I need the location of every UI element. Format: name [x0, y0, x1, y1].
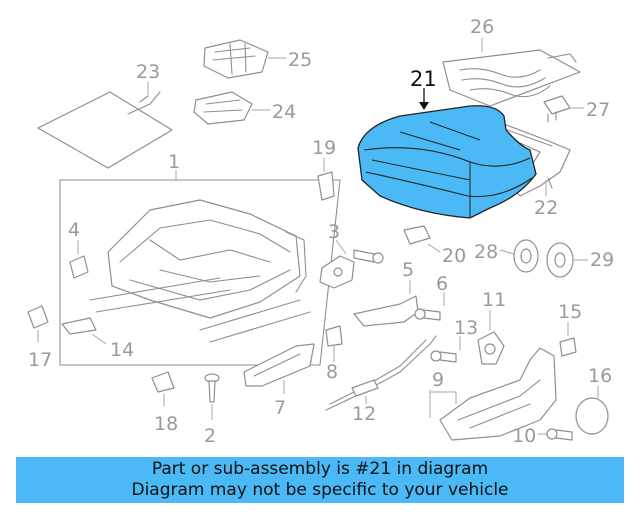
- callout-12[interactable]: 12: [352, 403, 376, 425]
- part-15-clip[interactable]: [559, 322, 577, 357]
- part-11-plate[interactable]: [477, 310, 505, 365]
- part-caption-banner: Part or sub-assembly is #21 in diagram D…: [16, 457, 624, 503]
- part-6-bolt[interactable]: [414, 292, 445, 321]
- parts-diagram: 26 25 23 24 27 22: [27, 16, 614, 447]
- callout-2[interactable]: 2: [204, 425, 216, 447]
- callout-16[interactable]: 16: [588, 365, 612, 387]
- callout-3[interactable]: 3: [328, 221, 340, 243]
- part-28-cover[interactable]: [499, 239, 539, 273]
- part-26-heater-mat[interactable]: [442, 38, 581, 107]
- caption-line-1: Part or sub-assembly is #21 in diagram: [151, 459, 489, 479]
- callout-26[interactable]: 26: [470, 16, 494, 38]
- part-23-sensor-pad[interactable]: [37, 82, 173, 169]
- part-24-module[interactable]: [193, 91, 270, 125]
- part-3-bolt[interactable]: [319, 239, 384, 289]
- part-29-cover[interactable]: [546, 242, 588, 278]
- callout-7[interactable]: 7: [274, 397, 286, 419]
- part-19-bracket[interactable]: [317, 158, 335, 201]
- part-14-lever[interactable]: [61, 317, 107, 345]
- callout-6[interactable]: 6: [436, 273, 448, 295]
- callout-4[interactable]: 4: [68, 219, 80, 241]
- callout-25[interactable]: 25: [288, 49, 312, 71]
- callout-14[interactable]: 14: [110, 339, 134, 361]
- part-16-knob[interactable]: [575, 386, 609, 435]
- part-13-bolt[interactable]: [430, 336, 461, 363]
- part-25-connector[interactable]: [203, 39, 286, 79]
- callout-21[interactable]: 21: [410, 67, 437, 91]
- part-18-clip[interactable]: [151, 371, 175, 406]
- part-4-latch[interactable]: [69, 240, 89, 279]
- callout-9[interactable]: 9: [432, 369, 444, 391]
- callout-19[interactable]: 19: [312, 137, 336, 159]
- callout-18[interactable]: 18: [154, 413, 178, 435]
- callout-10[interactable]: 10: [512, 425, 536, 447]
- part-2-screw[interactable]: [204, 373, 220, 420]
- part-7-trim[interactable]: [243, 343, 315, 394]
- part-20-clip[interactable]: [403, 225, 441, 253]
- callout-20[interactable]: 20: [442, 245, 466, 267]
- caption-line-2: Diagram may not be specific to your vehi…: [131, 480, 509, 500]
- callout-13[interactable]: 13: [454, 317, 478, 339]
- callout-27[interactable]: 27: [586, 99, 610, 121]
- callout-22[interactable]: 22: [534, 197, 558, 219]
- callout-11[interactable]: 11: [482, 289, 506, 311]
- callout-17[interactable]: 17: [28, 349, 52, 371]
- part-5-lever[interactable]: [353, 280, 419, 327]
- callout-8[interactable]: 8: [326, 361, 338, 383]
- callout-5[interactable]: 5: [402, 259, 414, 281]
- part-17-clip[interactable]: [27, 305, 49, 342]
- part-1-seat-track-frame[interactable]: [59, 170, 341, 366]
- callout-1[interactable]: 1: [168, 151, 180, 173]
- part-21-seat-cushion[interactable]: [357, 88, 537, 219]
- part-12-cable[interactable]: [325, 335, 437, 411]
- callout-23[interactable]: 23: [136, 61, 160, 83]
- part-8-bracket[interactable]: [325, 325, 343, 362]
- callout-28[interactable]: 28: [474, 241, 498, 263]
- callout-15[interactable]: 15: [558, 301, 582, 323]
- part-9-side-shield[interactable]: [429, 347, 557, 441]
- part-10-bolt[interactable]: [538, 428, 573, 441]
- callout-24[interactable]: 24: [272, 101, 296, 123]
- callout-29[interactable]: 29: [590, 249, 614, 271]
- part-27-clip[interactable]: [543, 95, 584, 123]
